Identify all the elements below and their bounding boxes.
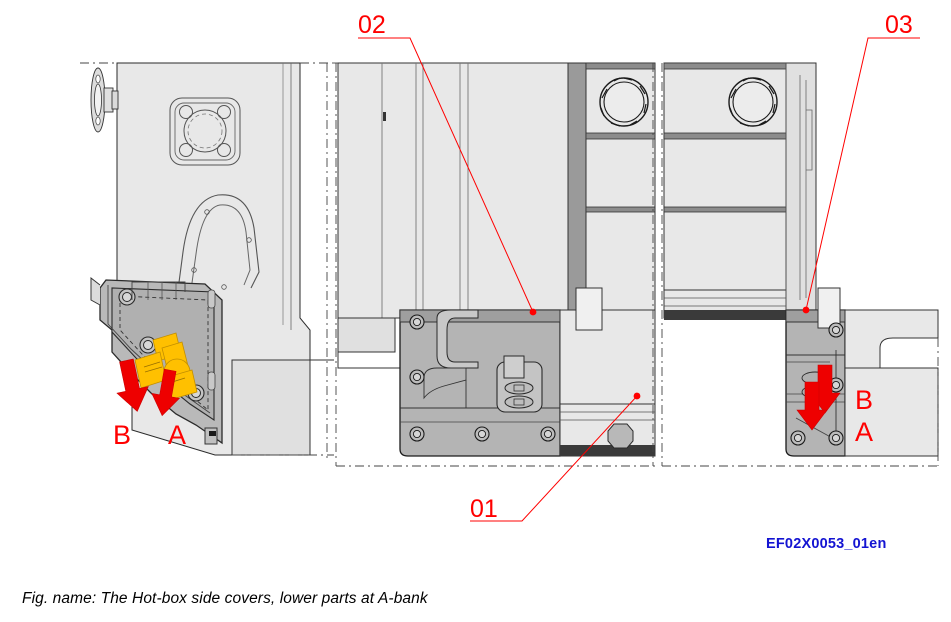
left-view-group	[80, 62, 334, 460]
lifting-bracket-outline	[177, 194, 260, 291]
cylinder-head-nut-middle	[599, 77, 649, 127]
cover-bolt-holes-middle	[409, 314, 556, 442]
drawing-code-label: EF02X0053_01en	[766, 536, 887, 552]
figure-caption: Fig. name: The Hot-box side covers, lowe…	[22, 590, 428, 607]
callout-labels: 02 03 01	[358, 11, 913, 523]
direction-arrow-a-left	[151, 368, 181, 417]
right-view-group	[661, 62, 940, 467]
callout-leaders	[358, 37, 920, 522]
callout-label-03: 03	[885, 11, 913, 39]
hot-box-cover-plate-middle	[399, 309, 561, 457]
cylinder-head-nut-right	[728, 77, 778, 127]
callout-label-02: 02	[358, 11, 386, 39]
callout-label-01: 01	[470, 495, 498, 523]
direction-label-b-right: B	[855, 385, 873, 415]
direction-labels: B A B A	[113, 385, 873, 450]
direction-label-b-left: B	[113, 420, 131, 450]
hot-box-cover-plate-right	[785, 287, 846, 457]
valve-flange-assembly	[90, 67, 119, 133]
direction-arrow-b-left	[116, 358, 149, 412]
direction-arrows-left	[116, 358, 181, 417]
direction-arrows-right	[796, 364, 841, 431]
direction-label-a-right: A	[855, 417, 873, 447]
direction-arrow-a-right	[796, 381, 828, 431]
square-port-cover	[169, 97, 241, 166]
callout-dot-03	[802, 306, 810, 314]
callout-dot-01	[633, 392, 641, 400]
middle-view-group	[332, 62, 656, 467]
direction-label-a-left: A	[168, 420, 186, 450]
callout-dot-02	[529, 308, 537, 316]
highlighted-cover-parts	[134, 332, 198, 401]
